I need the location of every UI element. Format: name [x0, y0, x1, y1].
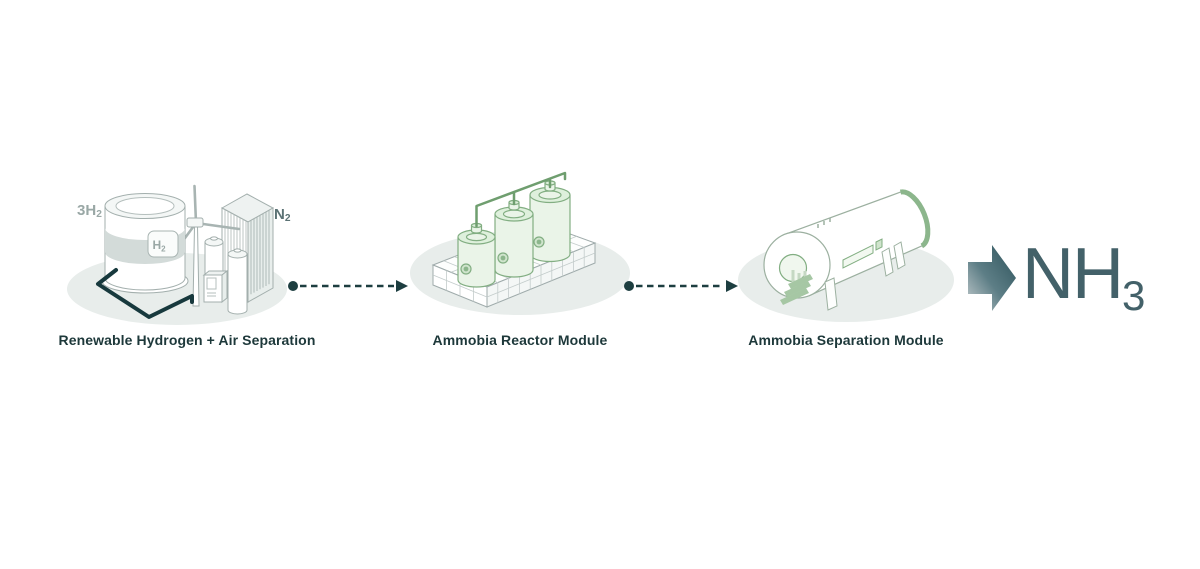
reactor-tank-3 — [529, 180, 571, 263]
label-n2: N2 — [274, 206, 291, 225]
connector-dot — [288, 281, 298, 291]
h2-badge-label: H2 — [152, 238, 166, 254]
label-3h2: 3H2 — [77, 202, 102, 221]
stage3-caption: Ammobia Separation Module — [748, 332, 944, 348]
hydrogen-pipe — [96, 268, 194, 319]
tank-legs — [824, 241, 906, 311]
stage1-illustration: H2 — [67, 184, 287, 325]
flow-connector-2 — [624, 280, 738, 292]
connector-arrowhead-icon — [726, 280, 738, 292]
turbine-nacelle — [186, 217, 204, 228]
tank-side-port — [875, 238, 883, 251]
separation-tank-icon — [763, 189, 931, 311]
reactor-header-pipe — [475, 171, 567, 228]
hydrogen-tank-icon: H2 — [101, 193, 189, 294]
reactor-tank-1 — [457, 222, 496, 288]
reactor-tank-2 — [494, 199, 534, 278]
wind-turbine-icon — [161, 184, 241, 307]
h2-badge — [147, 230, 179, 258]
output-formula-nh3: NH3 — [1022, 234, 1146, 319]
output-arrow-icon — [968, 245, 1016, 311]
stage3-illustration — [738, 189, 954, 322]
tank-side-panel — [842, 244, 874, 269]
tank-vents — [817, 218, 831, 228]
flow-connector-1 — [288, 280, 408, 292]
stage2-illustration — [410, 171, 630, 315]
exhaust-fins — [780, 274, 813, 305]
tower-fins-right — [250, 210, 270, 295]
connector-dot — [624, 281, 634, 291]
tank-end-crescent — [899, 189, 931, 249]
stage2-caption: Ammobia Reactor Module — [432, 332, 608, 348]
control-cabinet-icon — [202, 269, 229, 304]
connector-arrowhead-icon — [396, 280, 408, 292]
stage1-caption: Renewable Hydrogen + Air Separation — [58, 332, 316, 348]
